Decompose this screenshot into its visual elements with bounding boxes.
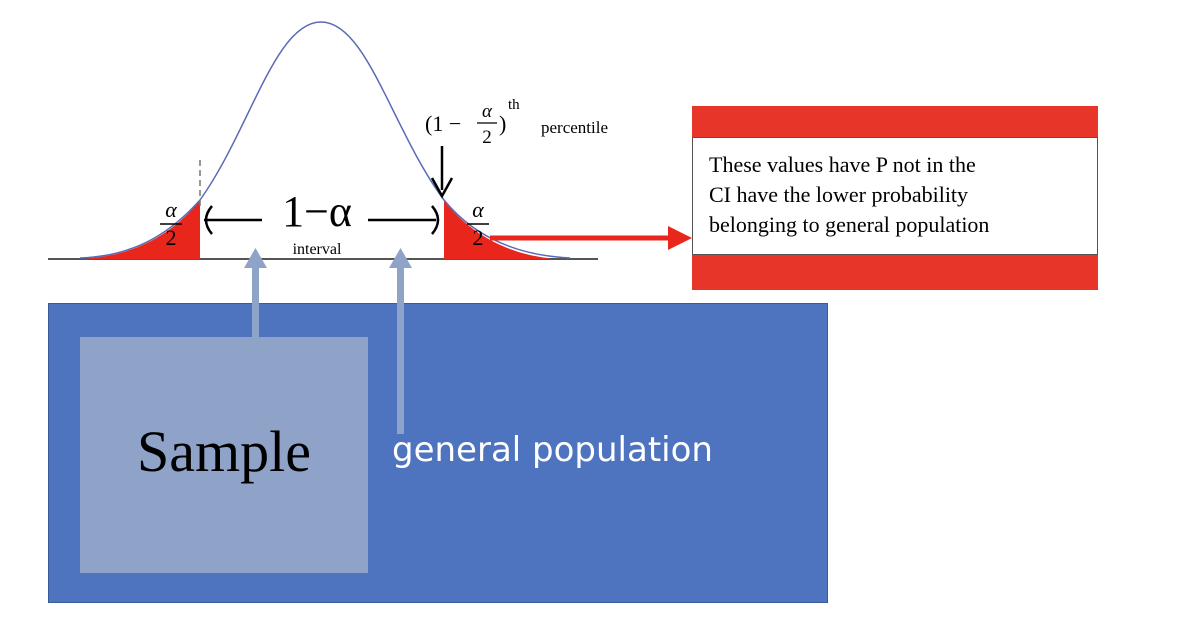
- callout-line-2: CI have the lower probability: [709, 182, 969, 207]
- percentile-expr-close: ): [499, 111, 506, 136]
- callout-line-1: These values have P not in the: [709, 152, 976, 177]
- left-alpha-numerator: α: [165, 197, 177, 222]
- percentile-superscript: th: [508, 97, 520, 113]
- percentile-word: percentile: [541, 118, 608, 137]
- interval-sub-label: interval: [293, 241, 342, 258]
- population-pointer-shaft: [397, 262, 404, 434]
- sample-box: [80, 337, 368, 573]
- interval-main-label: 1−α: [282, 187, 352, 236]
- sample-pointer-shaft: [252, 262, 259, 338]
- right-tail-area: [444, 200, 548, 259]
- interval-right-bracket: [431, 205, 440, 235]
- percentile-alpha-denominator: 2: [482, 127, 492, 148]
- normal-curve: [79, 21, 571, 259]
- left-alpha-denominator: 2: [166, 225, 177, 250]
- general-population-label: general population: [392, 430, 713, 470]
- tail-to-callout-arrow-head: [668, 226, 692, 250]
- callout-textbox: These values have P not in the CI have t…: [692, 137, 1098, 255]
- callout-line-3: belonging to general population: [709, 212, 990, 237]
- percentile-alpha-numerator: α: [482, 101, 493, 122]
- sample-label: Sample: [137, 419, 311, 484]
- percentile-down-arrow-head: [430, 177, 454, 199]
- sample-pointer-head: [244, 248, 267, 268]
- percentile-expr-open: (1 −: [425, 111, 461, 136]
- right-alpha-denominator: 2: [473, 225, 484, 250]
- population-pointer-head: [389, 248, 412, 268]
- left-tail-area: [90, 200, 200, 259]
- right-alpha-numerator: α: [472, 197, 484, 222]
